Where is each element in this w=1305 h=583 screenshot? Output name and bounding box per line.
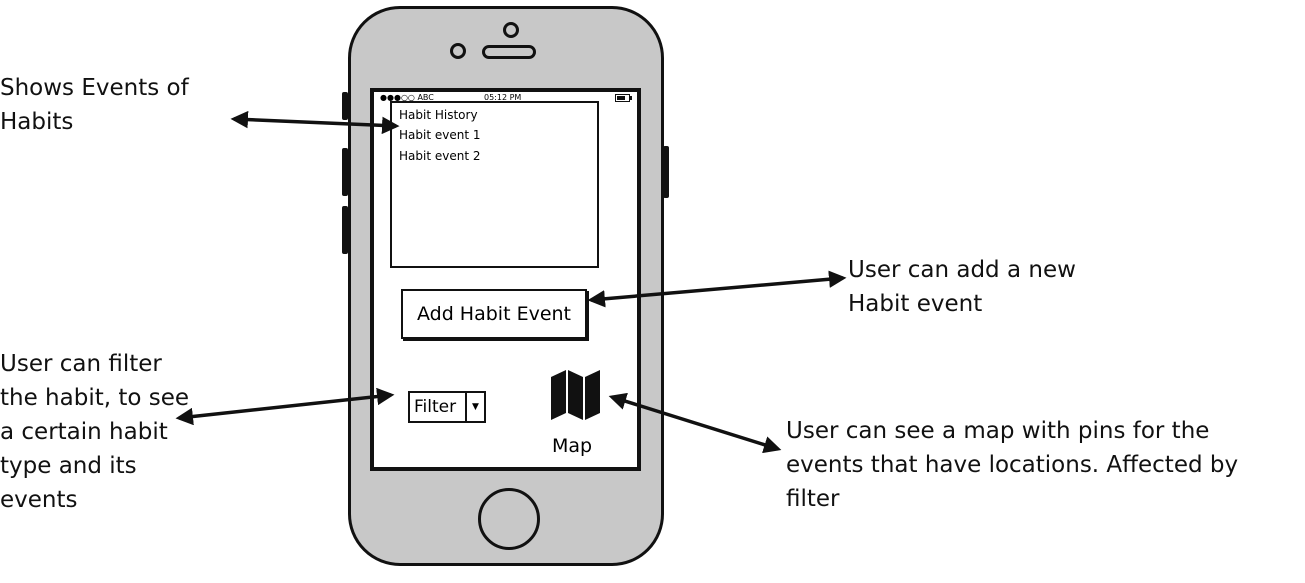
chevron-down-icon[interactable]: ▼	[465, 393, 484, 421]
list-item[interactable]: Habit event 1	[399, 128, 481, 142]
add-habit-event-button[interactable]: Add Habit Event	[401, 289, 587, 339]
front-camera	[503, 22, 519, 38]
list-header: Habit History	[399, 108, 478, 122]
annotation-add: User can add a new Habit event	[848, 253, 1076, 321]
annotation-line: Habit event	[848, 291, 983, 317]
annotation-history: Shows Events of Habits	[0, 71, 189, 139]
annotation-line: User can filter	[0, 351, 162, 377]
status-carrier: ●●●○○ ABC	[380, 93, 434, 102]
earpiece-speaker	[482, 45, 536, 59]
battery-icon	[615, 94, 632, 102]
filter-selected-value: Filter	[414, 397, 457, 417]
annotation-line: User can see a map with pins for the	[786, 418, 1210, 444]
arrow-filter	[175, 387, 395, 426]
annotation-line: Shows Events of	[0, 75, 189, 101]
annotation-line: type and its	[0, 453, 137, 479]
map-icon[interactable]	[550, 369, 602, 421]
list-item[interactable]: Habit event 2	[399, 149, 481, 163]
map-label[interactable]: Map	[552, 435, 593, 457]
filter-dropdown[interactable]: Filter ▼	[408, 391, 486, 423]
arrow-history	[230, 110, 400, 135]
status-time: 05:12 PM	[484, 93, 522, 102]
silent-switch	[342, 92, 348, 120]
annotation-line: filter	[786, 486, 840, 512]
annotation-line: Habits	[0, 109, 74, 135]
arrow-map	[608, 392, 782, 454]
arrow-add	[587, 270, 847, 308]
annotation-line: User can add a new	[848, 257, 1076, 283]
power-button	[663, 146, 669, 198]
habit-history-list[interactable]: Habit History Habit event 1 Habit event …	[390, 101, 599, 268]
annotation-line: the habit, to see	[0, 385, 190, 411]
proximity-sensor	[450, 43, 466, 59]
volume-up-button	[342, 148, 348, 196]
status-bar: ●●●○○ ABC 05:12 PM	[378, 92, 634, 103]
volume-down-button	[342, 206, 348, 254]
annotation-line: events	[0, 487, 78, 513]
annotation-line: events that have locations. Affected by	[786, 452, 1239, 478]
annotation-line: a certain habit	[0, 419, 168, 445]
annotation-map: User can see a map with pins for the eve…	[786, 414, 1238, 516]
annotation-filter: User can filter the habit, to see a cert…	[0, 347, 189, 517]
home-button[interactable]	[478, 488, 540, 550]
